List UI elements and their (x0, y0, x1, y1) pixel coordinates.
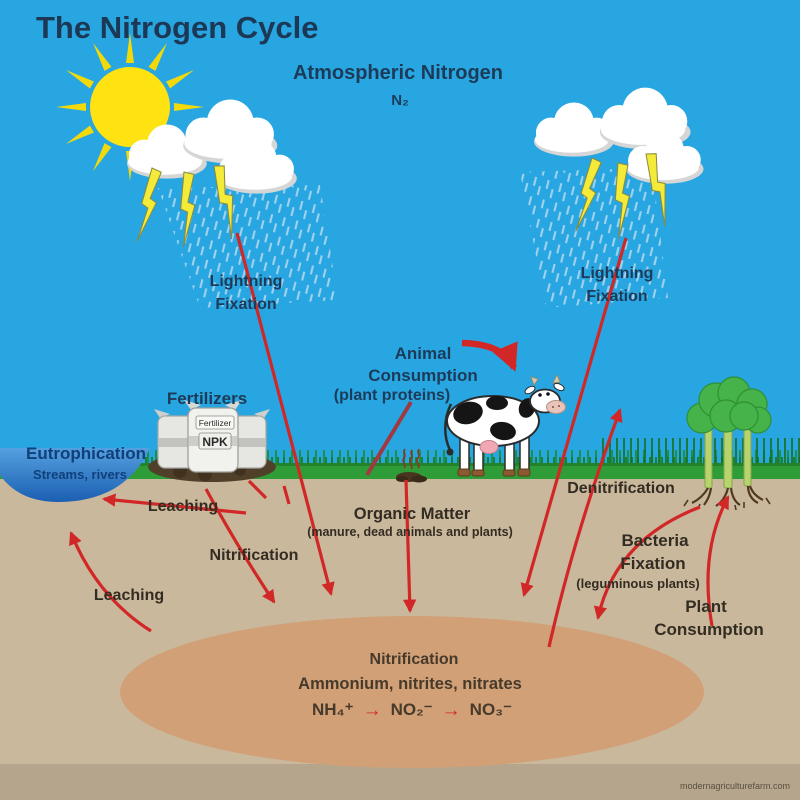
label-bacteria-fixation: Fixation (620, 554, 686, 573)
lightning-fixation-right-arrow (520, 237, 628, 597)
label-atmospheric-nitrogen: Atmospheric Nitrogen (292, 62, 504, 84)
label-plant-proteins: (plant proteins) (333, 387, 451, 404)
label-organic-matter: Organic Matter (353, 505, 471, 523)
label-fertilizers: Fertilizers (166, 389, 248, 408)
formula-arrow-icon: → (441, 699, 461, 721)
cow-icon (444, 374, 566, 477)
fertilizer-nitrification-arrow (204, 488, 276, 604)
leaching-lower-arrow (69, 531, 152, 633)
soil-nitrification-zone (120, 616, 704, 768)
organic-matter-arrow (402, 479, 417, 614)
animal-consumption-line (365, 400, 413, 477)
nitrification-formula: NH₄⁺ → NO₂⁻ → NO₃⁻ (312, 700, 512, 720)
fertilizer-leach-dash (247, 479, 268, 500)
label-leguminous-plants: (leguminous plants) (576, 576, 700, 591)
bag-label-npk: NPK (202, 435, 228, 449)
tree-icon (683, 376, 772, 511)
leaching-upper-arrow (101, 493, 247, 515)
label-lightning-fixation-left: Lightning Fixation (209, 273, 283, 313)
formula-no2: NO₂⁻ (390, 700, 433, 719)
label-plant-consumption: Consumption (654, 620, 764, 639)
manure-icon (396, 448, 427, 483)
soil-bottom-shade (0, 764, 800, 800)
fertilizer-leach-dash (282, 485, 291, 505)
label-leaching-lower: Leaching (93, 587, 165, 604)
lightning-fixation-left-arrow (235, 232, 335, 596)
formula-nh4: NH₄⁺ (311, 700, 354, 719)
sun-icon (56, 33, 204, 181)
pond-water (0, 448, 150, 502)
label-plant: Plant (685, 597, 727, 616)
label-n2-formula: N₂ (391, 92, 409, 109)
label-nitrification-soil: Nitrification (209, 547, 299, 564)
denitrification-arrow (547, 408, 623, 648)
label-ammonium-nitrites-nitrates: Ammonium, nitrites, nitrates (298, 675, 522, 693)
label-lightning-fixation-right: Lightning Fixation (580, 265, 654, 305)
bag-label-fertilizer: Fertilizer (198, 418, 232, 428)
label-organic-matter-sub: (manure, dead animals and plants) (307, 525, 513, 539)
rain-right (520, 168, 668, 308)
formula-no3: NO₃⁻ (469, 700, 513, 719)
label-zone-nitrification: Nitrification (369, 651, 459, 668)
label-leaching-upper: Leaching (147, 498, 219, 515)
formula-arrow-icon: → (362, 699, 382, 721)
rain-left (158, 185, 338, 308)
label-eutrophication: Eutrophication (26, 444, 146, 463)
fertilizer-bags-icon (148, 400, 276, 482)
plant-consumption-arrow (706, 495, 730, 627)
bacteria-fixation-arrow (593, 505, 701, 620)
animal-consumption-arrow (461, 339, 518, 372)
label-animal-consumption: Animal Consumption (368, 344, 478, 385)
page-title: The Nitrogen Cycle (36, 10, 319, 45)
label-denitrification: Denitrification (567, 480, 675, 497)
label-streams-rivers: Streams, rivers (33, 467, 127, 482)
label-bacteria: Bacteria (621, 531, 689, 550)
watermark: modernagriculturefarm.com (679, 781, 790, 791)
